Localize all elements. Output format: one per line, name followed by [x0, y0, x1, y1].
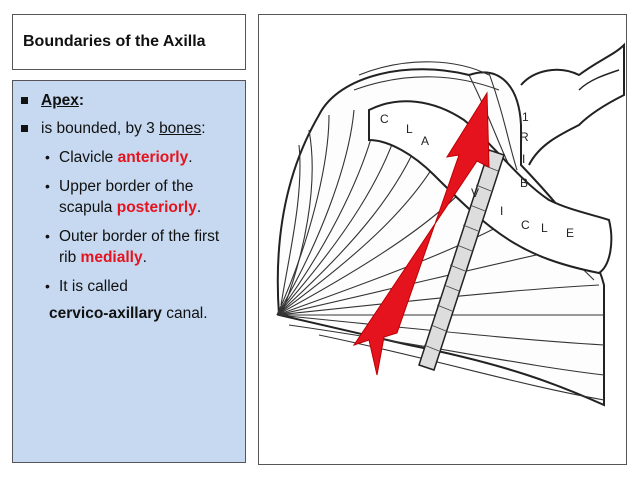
canal-name: cervico-axillary canal.	[49, 305, 208, 322]
canal-hatch	[418, 149, 505, 371]
slide-title: Boundaries of the Axilla	[23, 33, 206, 50]
clavicle-letter: C	[521, 218, 530, 232]
red-arrow-icon	[352, 91, 490, 376]
apex-label: Apex	[41, 92, 79, 109]
content-panel: Apex: is bounded, by 3 bones: • Clavicle…	[12, 80, 246, 463]
rib-letter: B	[520, 176, 528, 190]
round-bullet-icon: •	[45, 278, 50, 294]
rib-letter: R	[520, 130, 529, 144]
round-bullet-icon: •	[45, 149, 50, 165]
bullet-apex: Apex:	[19, 91, 239, 111]
rib-contour	[578, 69, 620, 91]
rib-outline	[520, 42, 625, 166]
sub-item-first-rib: • Outer border of the first rib medially…	[45, 228, 220, 266]
clavicle-letter: E	[566, 226, 574, 240]
clavicle-letter: L	[406, 122, 413, 136]
round-bullet-icon: •	[45, 178, 50, 194]
clavicle-letter: I	[500, 204, 503, 218]
square-bullet-icon	[21, 125, 28, 132]
clavicle-letter: V	[471, 186, 479, 200]
square-bullet-icon	[21, 97, 28, 104]
clavicle-letter: C	[380, 112, 389, 126]
emphasis-anteriorly: anteriorly	[117, 149, 189, 166]
canal-hatch-lines	[423, 164, 499, 352]
bullet-bounded: is bounded, by 3 bones:	[19, 119, 239, 139]
emphasis-medially: medially	[80, 249, 143, 266]
sub-item-scapula: • Upper border of the scapula posteriorl…	[45, 178, 202, 216]
bones-word: bones	[159, 120, 202, 137]
rib-letter: I	[522, 152, 525, 166]
clavicle-letter: L	[541, 221, 548, 235]
slide-title-box: Boundaries of the Axilla	[12, 14, 246, 70]
emphasis-posteriorly: posteriorly	[116, 199, 197, 216]
sub-item-called: • It is called	[45, 278, 128, 295]
round-bullet-icon: •	[45, 228, 50, 244]
rib-letter: 1	[522, 110, 529, 124]
sub-item-clavicle: • Clavicle anteriorly.	[45, 149, 193, 166]
axilla-diagram: C L A V I C L E 1 R I B	[276, 42, 625, 407]
anatomy-figure: C L A V I C L E 1 R I B	[258, 14, 627, 465]
clavicle-letter: A	[421, 134, 429, 148]
